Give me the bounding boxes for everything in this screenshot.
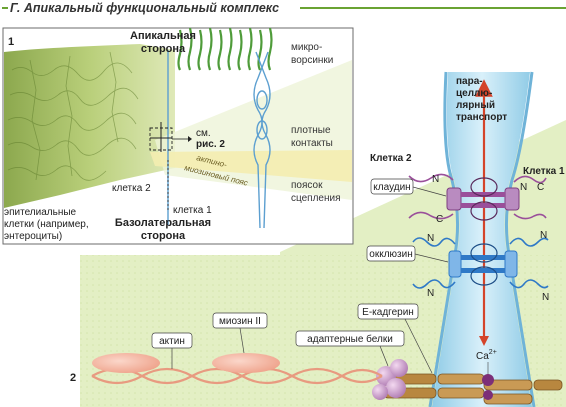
occludin-complex [412,237,549,289]
ecadherin-label-box [357,303,419,320]
occludin-n-right: N [540,230,547,241]
occludin-label: окклюзин [369,249,412,260]
calcium-label: Ca2+ [476,349,497,362]
intercellular-space [432,72,532,407]
occludin-n-right2: N [542,292,549,303]
epithelial-line1: эпителиальные [4,207,77,218]
occludin-label-box [366,245,416,262]
cell2-label-panel1: клетка 2 [112,183,151,194]
microvilli-line2: ворсинки [291,55,333,66]
epithelium-micrograph [4,44,175,208]
epithelial-line2: клетки (например, [4,219,89,230]
cell1-label: Клетка 1 [523,166,565,177]
adhesion-belt-line1: поясок [291,180,323,191]
paracellular-line1: пара- [456,76,483,87]
basolateral-label-line1: Базолатеральная [115,217,211,229]
tight-junctions-line1: плотные [291,125,331,136]
header-title: Г. Апикальный функциональный комплекс [10,1,279,15]
basolateral-label-line2: сторона [141,230,186,242]
cell2-label: Клетка 2 [370,153,412,164]
apical-label-line1: Апикальная [130,30,196,42]
membrane-cell2 [428,71,460,407]
adapter-proteins [372,359,408,400]
header: Г. Апикальный функциональный комплекс [2,1,566,15]
claudin-label: клаудин [373,182,410,193]
panel1-number: 1 [8,36,14,48]
myosin-blob-right [212,353,280,373]
paracellular-line4: транспорт [456,112,507,123]
claudin-complex [408,173,547,221]
adhesion-belt-line2: сцепления [291,193,341,204]
calcium-label-base: Ca [476,351,489,362]
actin-label: актин [159,336,185,347]
microvilli [177,27,273,71]
actin-filament [91,367,383,385]
membrane-cell1 [504,71,536,407]
ecadherin-label: Е-кадгерин [362,307,414,318]
claudin-c-left: C [436,214,443,225]
microvilli-line1: микро- [291,42,322,53]
apical-label-line2: сторона [141,43,186,55]
claudin-n-left: N [432,174,439,185]
paracellular-line2: целлю- [456,88,492,99]
calcium-label-sup: 2+ [489,349,497,356]
occludin-n-left2: N [427,288,434,299]
adapter-label: адаптерные белки [307,333,393,345]
claudin-label-box [370,178,414,195]
see-fig-line1: см. [196,128,211,139]
panel2: 2 пара- целлю- лярный транспорт Клетка 2… [70,71,565,407]
claudin-c-right: C [537,182,544,193]
panel1: 1 [2,27,354,245]
adapter-label-box [295,330,405,347]
panel2-number: 2 [70,372,76,384]
paracellular-line3: лярный [456,100,495,111]
calcium-ion [482,374,494,386]
epithelial-line3: энтероциты) [4,231,62,242]
see-fig-line2: рис. 2 [196,139,225,150]
claudin-n-right: N [520,182,527,193]
myosin-blob-left [92,353,160,373]
cell1-label-panel1: клетка 1 [173,205,212,216]
occludin-n-left: N [427,233,434,244]
myosin-label: миозин II [219,316,261,327]
tight-junctions-line2: контакты [291,138,333,149]
